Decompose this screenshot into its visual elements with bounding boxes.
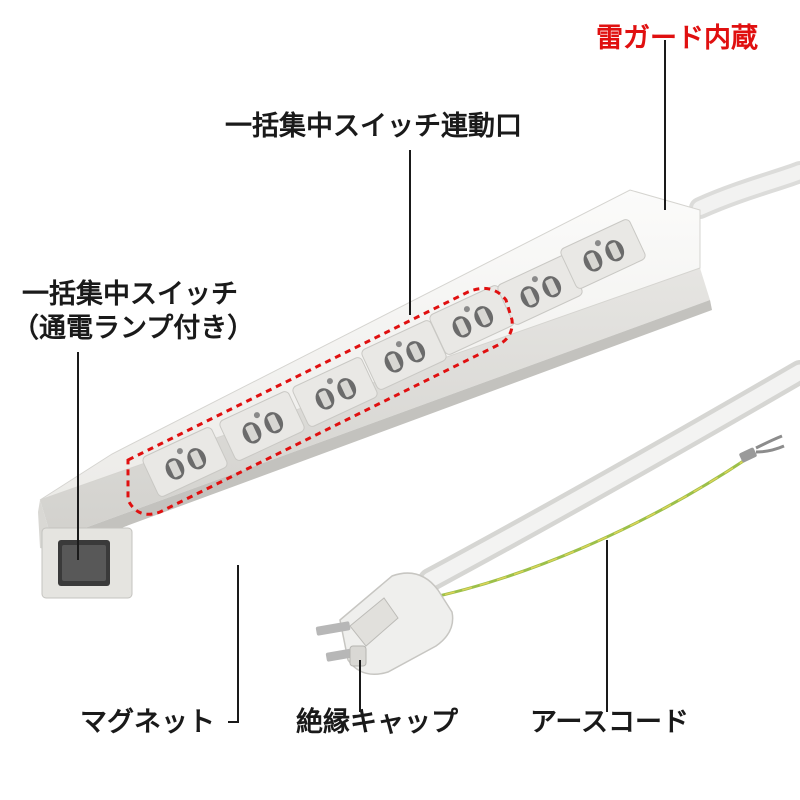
linked-outlets-outline (126, 286, 514, 516)
magnet-label: マグネット (80, 707, 215, 738)
plug-prong-top (315, 621, 351, 636)
surge-guard-label: 雷ガード内蔵 (596, 23, 758, 54)
earth-wire (419, 456, 749, 602)
earth-terminal (739, 434, 785, 463)
master-switch-label-line2: （通電ランプ付き） (12, 313, 255, 344)
power-strip-body (38, 189, 712, 599)
insulation-cap-shape (349, 645, 367, 667)
leader-lines (77, 40, 666, 723)
linked-outlets-label: 一括集中スイッチ連動口 (225, 111, 522, 142)
master-switch-label-line1: 一括集中スイッチ (22, 279, 238, 310)
insulation-cap-label: 絶縁キャップ (296, 707, 458, 738)
earth-cord-label: アースコード (530, 707, 690, 738)
plug (315, 572, 454, 675)
